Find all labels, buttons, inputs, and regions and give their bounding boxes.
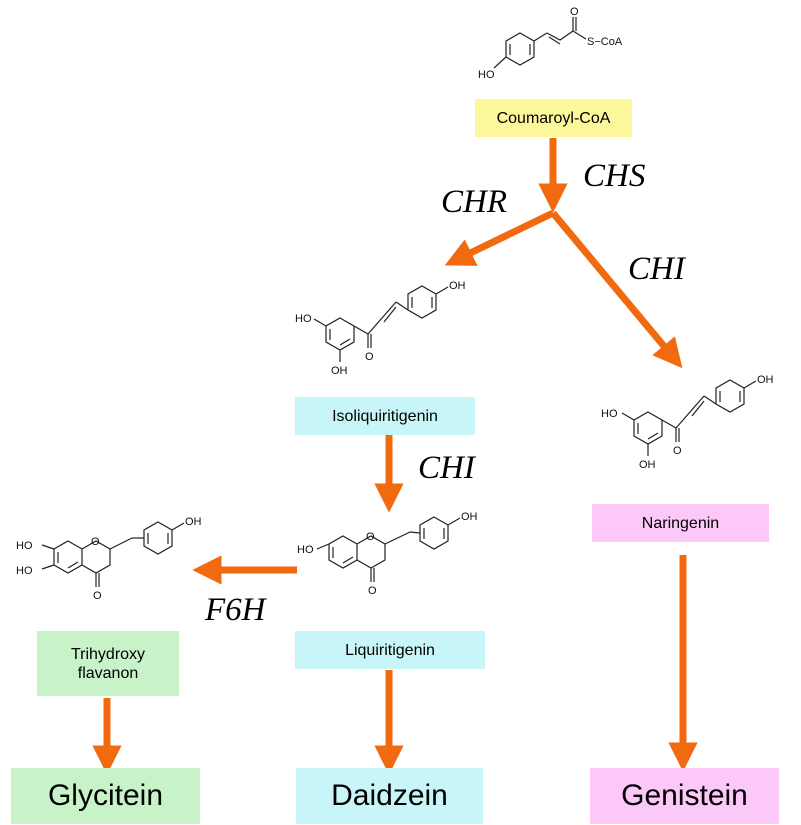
ho-label: HO: [16, 540, 33, 552]
s-coa-label: S−CoA: [587, 36, 623, 48]
enzyme-chi-right: CHI: [628, 251, 685, 287]
oh-label: OH: [331, 365, 348, 377]
liquiritigenin-label: Liquiritigenin: [295, 631, 485, 669]
enzyme-chi-middle: CHI: [418, 450, 475, 486]
ho-label: HO: [601, 408, 618, 420]
oh-label: OH: [757, 374, 774, 386]
oxygen-label: O: [91, 536, 100, 548]
daidzein-product: Daidzein: [296, 768, 483, 824]
enzyme-chr: CHR: [441, 184, 507, 220]
oxygen-label: O: [366, 531, 375, 543]
oxygen-label: O: [673, 445, 682, 457]
ho-label: HO: [297, 544, 314, 556]
oh-label: OH: [461, 511, 478, 523]
ho-label: HO: [295, 313, 312, 325]
naringenin-label: Naringenin: [592, 504, 769, 542]
isoliquiritigenin-structure: HO OH O OH: [295, 280, 466, 377]
isoliquiritigenin-label: Isoliquiritigenin: [295, 397, 475, 435]
arrows: [92, 138, 698, 775]
oh-label: OH: [185, 516, 202, 528]
arrow-chr: [444, 209, 555, 266]
coumaroyl-coa-structure: O S−CoA HO: [478, 6, 623, 81]
enzyme-f6h: F6H: [205, 592, 266, 628]
trihydroxy-flavanon-label: Trihydroxy flavanon: [37, 631, 179, 696]
trihydroxy-flavanon-structure: HO HO O O OH: [16, 516, 202, 602]
glycitein-product: Glycitein: [11, 768, 200, 824]
oh-label: OH: [449, 280, 466, 292]
oxygen-label: O: [570, 6, 579, 18]
liquiritigenin-structure: HO O O OH: [297, 511, 478, 597]
genistein-product: Genistein: [590, 768, 779, 824]
oh-label: OH: [639, 459, 656, 471]
enzyme-chs: CHS: [583, 158, 646, 194]
oxygen-label: O: [365, 351, 374, 363]
ho-label: HO: [16, 565, 33, 577]
trihydroxy-line2: flavanon: [77, 664, 139, 682]
oxygen-label: O: [93, 590, 102, 602]
oxygen-label: O: [368, 585, 377, 597]
ho-label: HO: [478, 69, 495, 81]
coumaroyl-coa-label: Coumaroyl-CoA: [475, 99, 632, 137]
trihydroxy-line1: Trihydroxy: [70, 645, 146, 663]
arrow-chi-naringenin: [550, 210, 683, 369]
naringenin-structure: HO OH O OH: [601, 374, 774, 471]
